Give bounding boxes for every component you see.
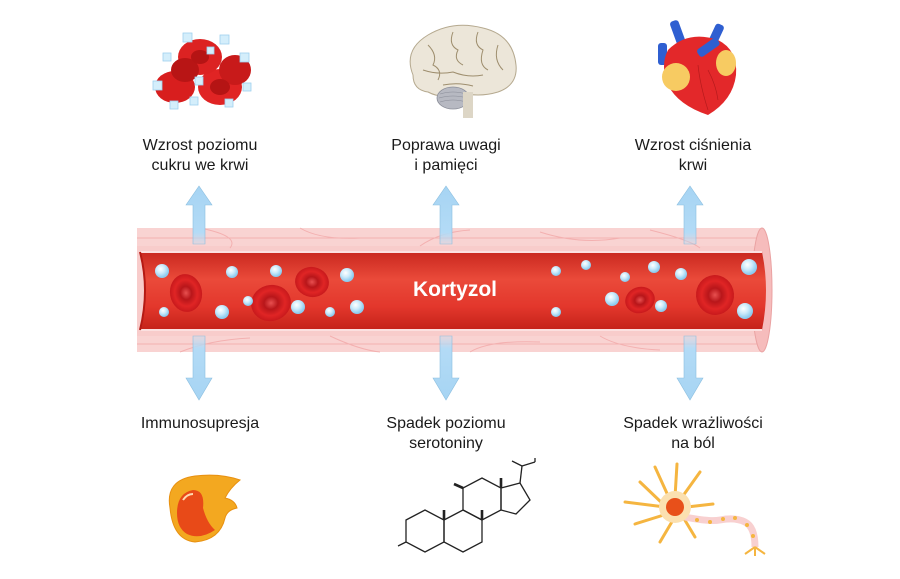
cortisol-bubble bbox=[243, 296, 253, 306]
neuron-icon bbox=[623, 462, 766, 556]
cortisol-bubble bbox=[551, 307, 561, 317]
cortisol-bubble bbox=[350, 300, 364, 314]
effect-label-line: na ból bbox=[671, 435, 715, 452]
cortisol-bubble bbox=[605, 292, 619, 306]
cortisol-bubble bbox=[270, 265, 282, 277]
effect-label-immunosuppression: Immunosupresja bbox=[100, 414, 300, 434]
red-blood-cell bbox=[295, 266, 329, 298]
effect-label-line: Wzrost ciśnienia bbox=[634, 137, 752, 154]
arrow-down-icon bbox=[185, 335, 213, 401]
red-blood-cells bbox=[169, 266, 735, 322]
cortisol-bubble bbox=[741, 259, 757, 275]
blood-sugar-cells-icon bbox=[152, 32, 252, 110]
heart-icon bbox=[658, 20, 737, 115]
cortisol-bubble bbox=[340, 268, 354, 282]
effect-label-blood-pressure: Wzrost ciśnienia krwi bbox=[593, 136, 793, 176]
cortisol-molecules bbox=[155, 259, 757, 319]
arrow-down-icon bbox=[676, 335, 704, 401]
cortisol-bubble bbox=[215, 305, 229, 319]
red-blood-cell bbox=[169, 274, 203, 312]
arrow-up-icon bbox=[676, 185, 704, 245]
cortisol-bubble bbox=[648, 261, 660, 273]
effect-label-line: cukru we krwi bbox=[151, 157, 249, 174]
effect-label-line: krwi bbox=[678, 157, 708, 174]
cortisol-bubble bbox=[655, 300, 667, 312]
up-arrows bbox=[185, 185, 704, 245]
steroid-molecule-icon bbox=[397, 458, 536, 553]
effect-label-line: Wzrost poziomu bbox=[142, 137, 258, 154]
down-arrows bbox=[185, 335, 704, 401]
effect-label-line: Poprawa uwagi bbox=[391, 137, 501, 154]
immune-cell-icon bbox=[168, 474, 242, 543]
cortisol-label: Kortyzol bbox=[413, 278, 497, 301]
effect-label-blood-sugar: Wzrost poziomu cukru we krwi bbox=[100, 136, 300, 176]
arrow-up-icon bbox=[185, 185, 213, 245]
effect-label-line: i pamięci bbox=[414, 157, 478, 174]
effect-label-line: Spadek poziomu bbox=[386, 415, 506, 432]
cortisol-bubble bbox=[155, 264, 169, 278]
effect-label-line: serotoniny bbox=[409, 435, 483, 452]
red-blood-cell bbox=[695, 275, 735, 315]
effect-label-pain-sensitivity: Spadek wrażliwości na ból bbox=[593, 414, 793, 454]
cortisol-bubble bbox=[325, 307, 335, 317]
cortisol-bubble bbox=[226, 266, 238, 278]
effect-label-serotonin: Spadek poziomu serotoniny bbox=[346, 414, 546, 454]
cortisol-bubble bbox=[675, 268, 687, 280]
cortisol-bubble bbox=[159, 307, 169, 317]
effect-label-attention-memory: Poprawa uwagi i pamięci bbox=[346, 136, 546, 176]
cortisol-bubble bbox=[620, 272, 630, 282]
cortisol-bubble bbox=[737, 303, 753, 319]
effect-label-line: Spadek wrażliwości bbox=[623, 415, 763, 432]
arrow-down-icon bbox=[432, 335, 460, 401]
red-blood-cell bbox=[625, 286, 655, 314]
red-blood-cell bbox=[251, 284, 291, 322]
cortisol-bubble bbox=[581, 260, 591, 270]
arrow-up-icon bbox=[432, 185, 460, 245]
cortisol-bubble bbox=[551, 266, 561, 276]
cortisol-bubble bbox=[291, 300, 305, 314]
brain-icon bbox=[409, 24, 517, 118]
effect-label-line: Immunosupresja bbox=[140, 415, 260, 432]
